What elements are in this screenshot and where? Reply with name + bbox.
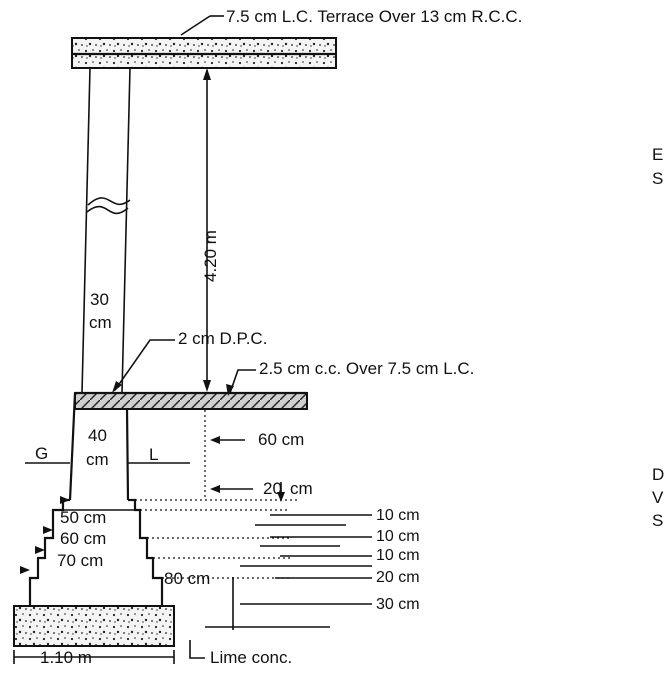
plinth-height-label: 60 cm	[258, 430, 304, 449]
edge-fragments: E S D V S	[652, 145, 664, 530]
edge-fragment-5: S	[652, 511, 663, 530]
floor-label: 2.5 cm c.c. Over 7.5 cm L.C.	[259, 359, 474, 378]
step4-height-label: 20 cm	[376, 569, 420, 586]
wall-thickness-top-unit-label: cm	[89, 313, 112, 332]
offset-g-label: G	[35, 444, 48, 463]
dpc-label: 2 cm D.P.C.	[178, 329, 267, 348]
step1-height-label: 10 cm	[376, 507, 420, 524]
edge-fragment-3: D	[652, 465, 664, 484]
base-width-label: 1.10 m	[40, 648, 92, 667]
plinth-thickness-label: 40	[88, 426, 107, 445]
height-label: 4.20 m	[201, 230, 220, 282]
upper-wall	[81, 67, 131, 394]
terrace-slab	[71, 37, 337, 69]
offset-l-label: L	[149, 445, 158, 464]
terrace-label: 7.5 cm L.C. Terrace Over 13 cm R.C.C.	[226, 7, 522, 26]
plinth-wall	[68, 392, 130, 501]
floor-slab	[74, 391, 308, 410]
base-height-label: 30 cm	[376, 596, 420, 613]
step4-width-label: 80 cm	[164, 569, 210, 588]
footing-depth-unit-label: cm	[290, 479, 313, 498]
lime-conc-label: Lime conc.	[210, 648, 292, 667]
footing-depth-label: 20	[263, 479, 282, 498]
wall-thickness-top-label: 30	[90, 290, 109, 309]
step3-height-label: 10 cm	[376, 547, 420, 564]
step1-width-label: 50 cm	[60, 508, 106, 527]
edge-fragment-1: E	[652, 145, 663, 164]
lime-concrete-base	[13, 605, 175, 647]
step2-width-label: 60 cm	[60, 529, 106, 548]
dimension-lines	[13, 15, 372, 664]
step3-width-label: 70 cm	[57, 551, 103, 570]
step2-height-label: 10 cm	[376, 528, 420, 545]
plinth-thickness-unit-label: cm	[86, 450, 109, 469]
edge-fragment-4: V	[652, 488, 664, 507]
edge-fragment-2: S	[652, 169, 663, 188]
labels: 7.5 cm L.C. Terrace Over 13 cm R.C.C. 4.…	[35, 7, 522, 667]
